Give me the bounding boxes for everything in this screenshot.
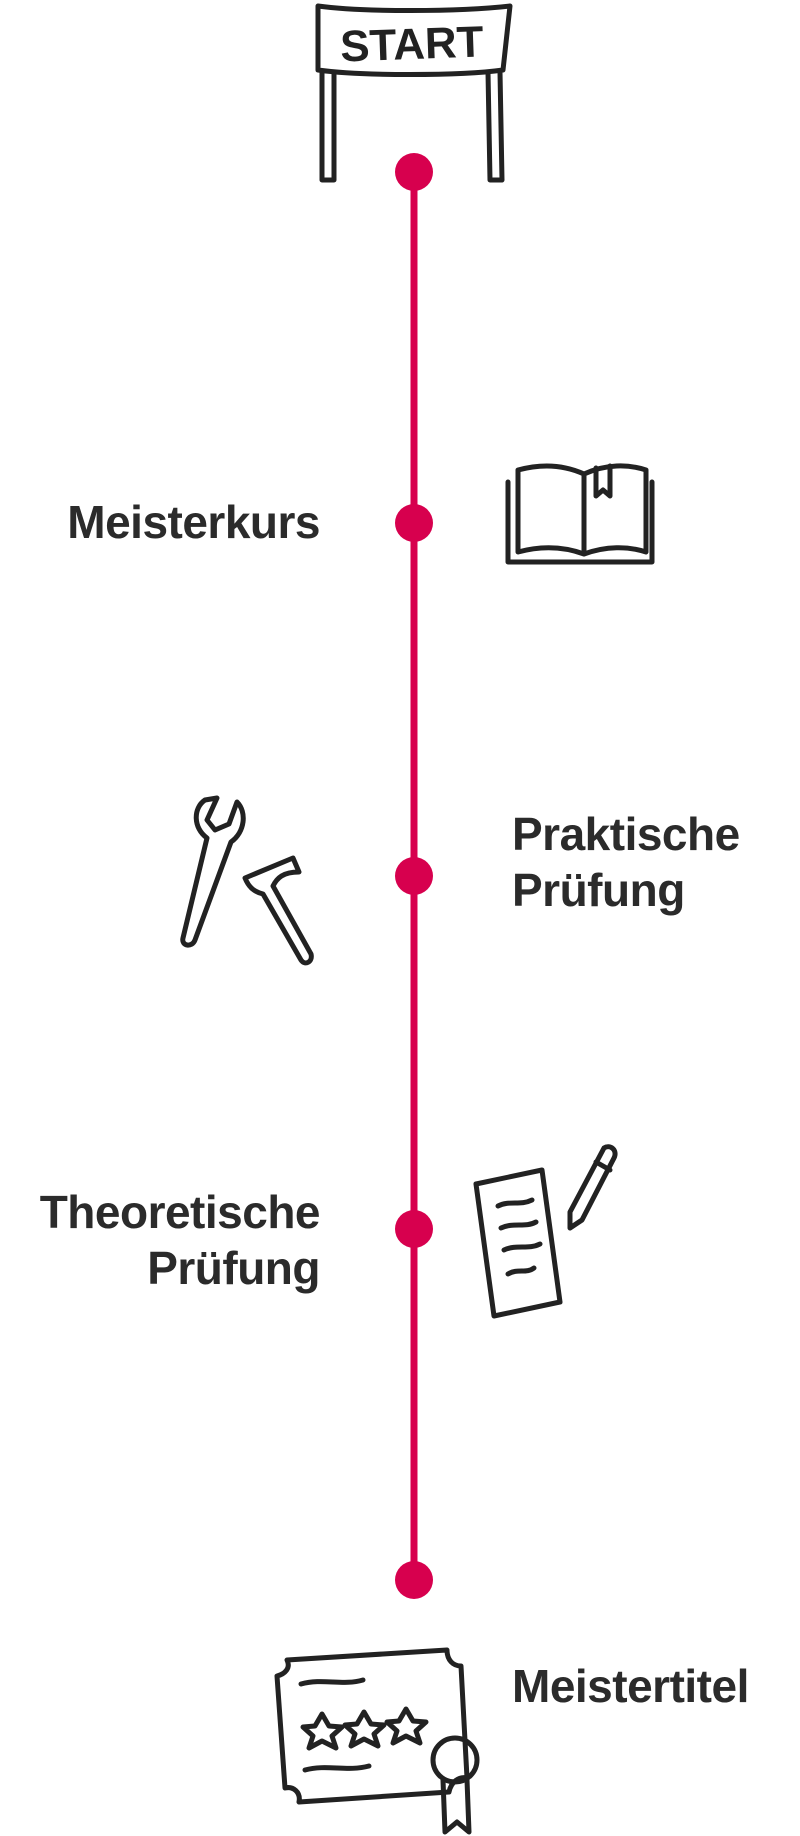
tools-icon xyxy=(180,795,314,966)
book-icon xyxy=(505,463,655,565)
step-label-line: Theoretische xyxy=(39,1186,321,1238)
timeline-dot-meisterkurs xyxy=(395,504,433,542)
step-label-meisterkurs: Meisterkurs xyxy=(67,494,320,550)
timeline-dot-theoretische xyxy=(395,1210,433,1248)
document-pencil-icon xyxy=(473,1144,618,1319)
certificate-icon xyxy=(274,1647,480,1835)
step-label-line: Prüfung xyxy=(512,864,685,916)
timeline-dot-praktische xyxy=(395,857,433,895)
step-label-line: Prüfung xyxy=(147,1242,320,1294)
step-label-line: Meisterkurs xyxy=(67,496,320,548)
step-label-meistertitel: Meistertitel xyxy=(512,1658,749,1714)
timeline-dot-meistertitel xyxy=(395,1561,433,1599)
start-banner-text: START xyxy=(339,18,484,72)
step-label-line: Praktische xyxy=(512,808,740,860)
step-label-line: Meistertitel xyxy=(512,1660,749,1712)
step-label-praktische: Praktische Prüfung xyxy=(512,806,740,918)
timeline-dot-start xyxy=(395,153,433,191)
start-banner-icon: START xyxy=(315,3,513,183)
step-label-theoretische: Theoretische Prüfung xyxy=(39,1184,321,1296)
